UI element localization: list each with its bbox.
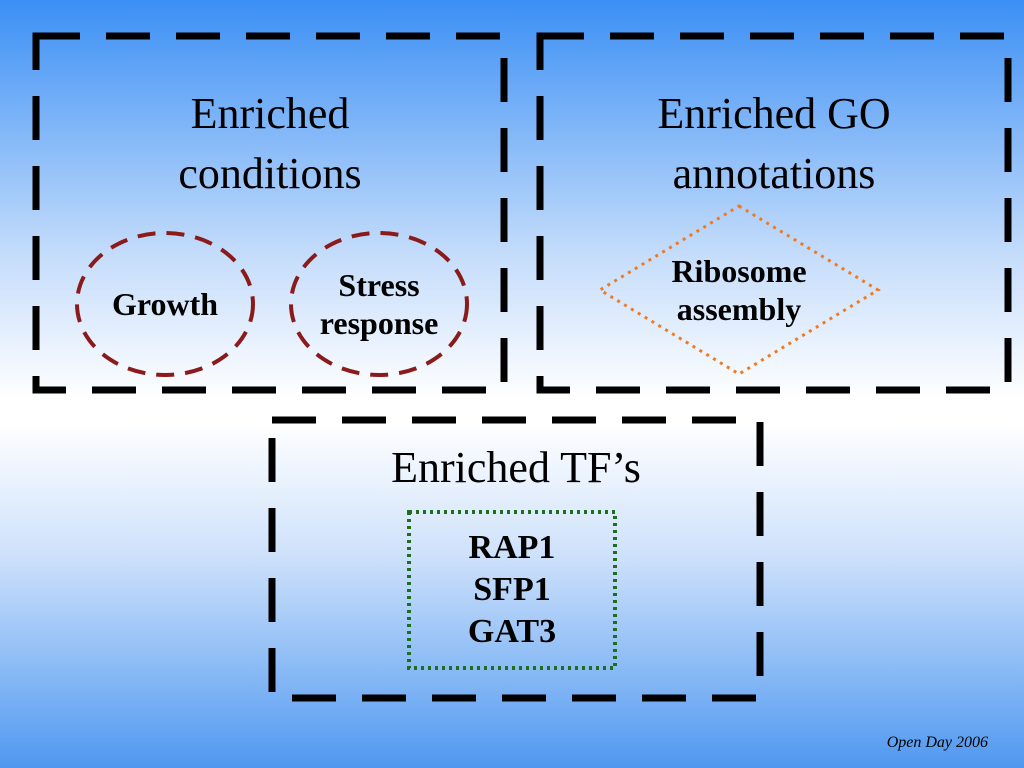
tf-box: RAP1 SFP1 GAT3 (406, 509, 618, 671)
stress-response-label-line-1: Stress (338, 267, 420, 303)
stress-response-ellipse-outline (289, 231, 469, 377)
tf-item-gat3: GAT3 (467, 613, 557, 650)
conditions-panel-frame (32, 32, 508, 394)
go-panel: Enriched GO annotations Ribosome assembl… (536, 32, 1012, 394)
go-title-line-2: annotations (672, 149, 876, 198)
growth-label: Growth (74, 230, 256, 378)
ribosome-assembly-label: Ribosome assembly (594, 202, 884, 378)
go-title: Enriched GO annotations (536, 84, 1012, 204)
go-title-line-1: Enriched GO (657, 89, 891, 138)
footer-text: Open Day 2006 (886, 734, 988, 751)
stress-response-label: Stress response (288, 230, 470, 378)
tf-item-sfp1: SFP1 (473, 571, 551, 608)
conditions-title: Enriched conditions (32, 84, 508, 204)
ribosome-assembly-label-line-1: Ribosome (671, 253, 807, 289)
tf-item-rap1: RAP1 (468, 529, 556, 566)
stress-response-label-line-2: response (319, 305, 439, 341)
growth-label-line-1: Growth (111, 286, 219, 322)
conditions-title-line-1: Enriched (190, 89, 350, 138)
tf-panel-frame (268, 416, 764, 702)
tf-box-outline (407, 510, 617, 670)
tf-list: RAP1 SFP1 GAT3 (406, 509, 618, 671)
stress-response-ellipse: Stress response (288, 230, 470, 378)
ribosome-assembly-diamond: Ribosome assembly (594, 202, 884, 378)
conditions-panel: Enriched conditions Growth Stress respon… (32, 32, 508, 394)
growth-ellipse: Growth (74, 230, 256, 378)
tf-title-text: Enriched TF’s (391, 443, 641, 492)
tf-title: Enriched TF’s (268, 438, 764, 498)
go-panel-frame (536, 32, 1012, 394)
ribosome-assembly-label-line-2: assembly (676, 291, 802, 327)
tf-panel: Enriched TF’s RAP1 SFP1 GAT3 (268, 416, 764, 702)
growth-ellipse-outline (75, 231, 255, 377)
conditions-title-line-2: conditions (178, 149, 362, 198)
